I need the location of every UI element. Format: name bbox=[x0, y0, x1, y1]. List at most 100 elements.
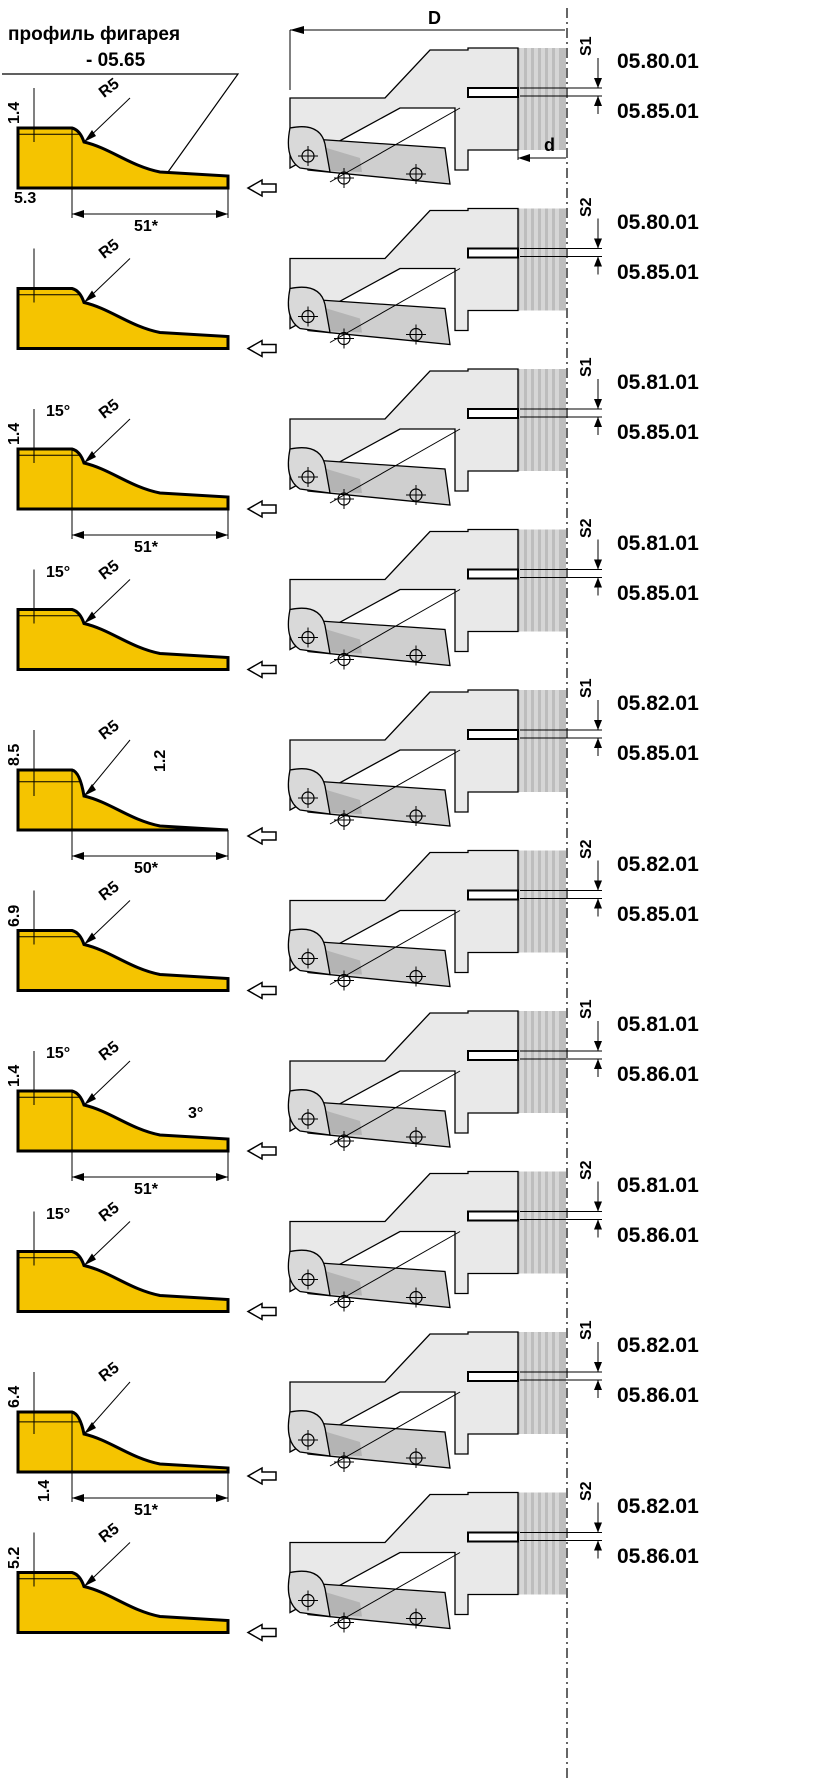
profile-dim: 6.9 bbox=[6, 904, 23, 927]
hub-shade bbox=[534, 690, 538, 792]
shim-dim-arrow bbox=[594, 1201, 602, 1212]
hub-shade bbox=[541, 1332, 545, 1434]
tool-body bbox=[289, 1491, 519, 1616]
hub-shade bbox=[541, 529, 545, 632]
shim-dim-arrow bbox=[594, 238, 602, 249]
hub-shade bbox=[555, 690, 559, 792]
shim-label: S2 bbox=[578, 517, 595, 538]
profile-title: профиль фигарея bbox=[8, 24, 181, 45]
tool-code-top: 05.80.01 bbox=[617, 50, 699, 73]
r5-arrow bbox=[84, 932, 96, 945]
shim-dim-arrow2 bbox=[594, 96, 602, 106]
row-5 bbox=[16, 689, 602, 860]
knife-nose bbox=[287, 1570, 331, 1618]
hub-shade bbox=[555, 369, 559, 471]
hub-shade bbox=[541, 1011, 545, 1113]
shim-slot bbox=[467, 408, 519, 419]
profile-dim: 5.3 bbox=[14, 190, 37, 207]
tool-code-top: 05.81.01 bbox=[617, 531, 699, 555]
tool-code-bottom: 05.85.01 bbox=[617, 902, 699, 926]
hub-shade bbox=[520, 1171, 524, 1274]
tool-code-top: 05.82.01 bbox=[617, 1334, 699, 1357]
tool-code-bottom: 05.86.01 bbox=[617, 1063, 699, 1086]
tool-body bbox=[289, 849, 519, 974]
shim-dim-arrow2 bbox=[594, 256, 602, 267]
profile-dim: 8.5 bbox=[6, 743, 23, 766]
d-dim-arrow bbox=[290, 26, 304, 34]
tool-code-top: 05.81.01 bbox=[617, 1013, 699, 1036]
hub-shade bbox=[527, 850, 531, 953]
tool-body bbox=[289, 1170, 519, 1295]
shim-slot bbox=[467, 568, 519, 580]
hub-shade bbox=[541, 208, 545, 311]
tool-body bbox=[289, 368, 519, 492]
hub-shade bbox=[534, 48, 538, 150]
hub-shade bbox=[555, 1011, 559, 1113]
hub-shade bbox=[541, 1492, 545, 1595]
tool-body bbox=[289, 689, 519, 813]
hub-shade bbox=[555, 1171, 559, 1274]
hub-shade bbox=[541, 48, 545, 150]
r5-arrow bbox=[84, 290, 96, 303]
hub-shade bbox=[520, 1492, 524, 1595]
shim-dim-arrow2 bbox=[594, 1219, 602, 1230]
profile-dim: 51* bbox=[134, 539, 159, 556]
hub-shade bbox=[534, 1011, 538, 1113]
shim-label: S1 bbox=[578, 678, 595, 698]
tool-code-bottom: 05.86.01 bbox=[617, 1223, 699, 1247]
tool-code-top: 05.81.01 bbox=[617, 371, 699, 394]
hub-shade bbox=[541, 850, 545, 953]
hub-shade bbox=[555, 1332, 559, 1434]
shim-slot bbox=[467, 1371, 519, 1382]
shim-dim-arrow bbox=[594, 559, 602, 570]
profile-dim: 1.4 bbox=[6, 1064, 23, 1087]
profile-code: - 05.65 bbox=[86, 50, 146, 71]
r5-arrow bbox=[84, 451, 96, 463]
feed-arrow-icon bbox=[246, 981, 277, 1000]
knife-nose bbox=[287, 1410, 331, 1457]
tool-diagonal bbox=[329, 749, 461, 825]
width-dim-arrow2 bbox=[216, 1494, 228, 1502]
feed-arrow-icon bbox=[246, 339, 277, 358]
shim-dim-arrow bbox=[594, 1522, 602, 1533]
tool-diagonal bbox=[329, 1070, 461, 1146]
row-4 bbox=[16, 528, 602, 679]
profile-dim: 50* bbox=[134, 860, 159, 877]
rows-layer bbox=[16, 47, 602, 1642]
profile-dim: 1.4 bbox=[36, 1479, 53, 1502]
width-dim-arrow bbox=[72, 531, 84, 539]
knife-nose bbox=[287, 768, 331, 815]
width-dim-arrow bbox=[72, 1173, 84, 1181]
row-7 bbox=[16, 1010, 602, 1181]
shim-slot bbox=[467, 247, 519, 259]
r5-arrow bbox=[84, 1093, 96, 1105]
shim-dim-arrow bbox=[594, 1041, 602, 1051]
hub-shade bbox=[555, 1492, 559, 1595]
profile-dim: 51* bbox=[134, 218, 159, 235]
shim-slot bbox=[467, 87, 519, 98]
row-10 bbox=[16, 1491, 602, 1642]
shim-label: S1 bbox=[578, 999, 595, 1019]
tool-code-top: 05.80.01 bbox=[617, 210, 699, 234]
hub-shade bbox=[548, 529, 552, 632]
shim-dim-arrow2 bbox=[594, 738, 602, 748]
hub-shade bbox=[534, 1332, 538, 1434]
title-leader bbox=[2, 73, 240, 173]
tool-code-bottom: 05.85.01 bbox=[617, 260, 699, 284]
hub-shade bbox=[548, 48, 552, 150]
shim-label: S2 bbox=[578, 1159, 595, 1180]
hub-shade bbox=[534, 1171, 538, 1274]
hub-shade bbox=[555, 208, 559, 311]
hub-shade bbox=[520, 690, 524, 792]
tool-body bbox=[289, 1010, 519, 1134]
hub-shade bbox=[527, 1011, 531, 1113]
shim-slot bbox=[467, 889, 519, 901]
feed-arrow-icon bbox=[246, 826, 277, 846]
tool-code-bottom: 05.85.01 bbox=[617, 581, 699, 605]
shim-label: S2 bbox=[578, 1480, 595, 1501]
profile-shape bbox=[16, 126, 230, 190]
shim-dim-arrow2 bbox=[594, 1380, 602, 1390]
hub-shade bbox=[541, 1171, 545, 1274]
